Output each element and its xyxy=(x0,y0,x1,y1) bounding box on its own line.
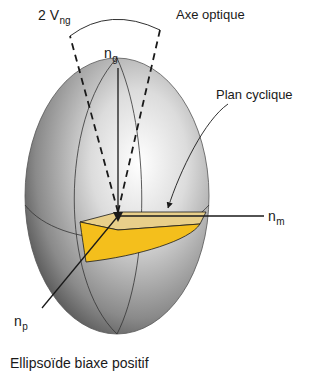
axis-name: n xyxy=(268,209,276,223)
plane-label: Plan cyclique xyxy=(216,88,293,101)
caption: Ellipsoïde biaxe positif xyxy=(10,356,149,370)
axis-subscript: g xyxy=(112,54,118,64)
np-axis xyxy=(42,216,118,308)
axis-name: n xyxy=(104,46,112,60)
meridian xyxy=(74,58,117,334)
ng-axis xyxy=(117,68,118,216)
meridian xyxy=(117,58,142,334)
nm-axis xyxy=(118,215,264,216)
center-arrowhead xyxy=(113,212,123,222)
angle-arc xyxy=(70,19,160,36)
axis-label: Axe optique xyxy=(176,8,245,21)
angle-subscript: ng xyxy=(60,16,71,26)
axis-name: n xyxy=(14,314,22,328)
angle-label: 2 V xyxy=(38,8,59,22)
leader-line xyxy=(168,104,228,208)
axis-subscript: p xyxy=(22,322,28,332)
ellipsoid xyxy=(25,58,209,334)
optic-axis xyxy=(70,36,118,212)
optic-axis xyxy=(118,30,160,212)
cyclic-plane xyxy=(80,222,200,262)
axis-subscript: m xyxy=(276,217,284,227)
